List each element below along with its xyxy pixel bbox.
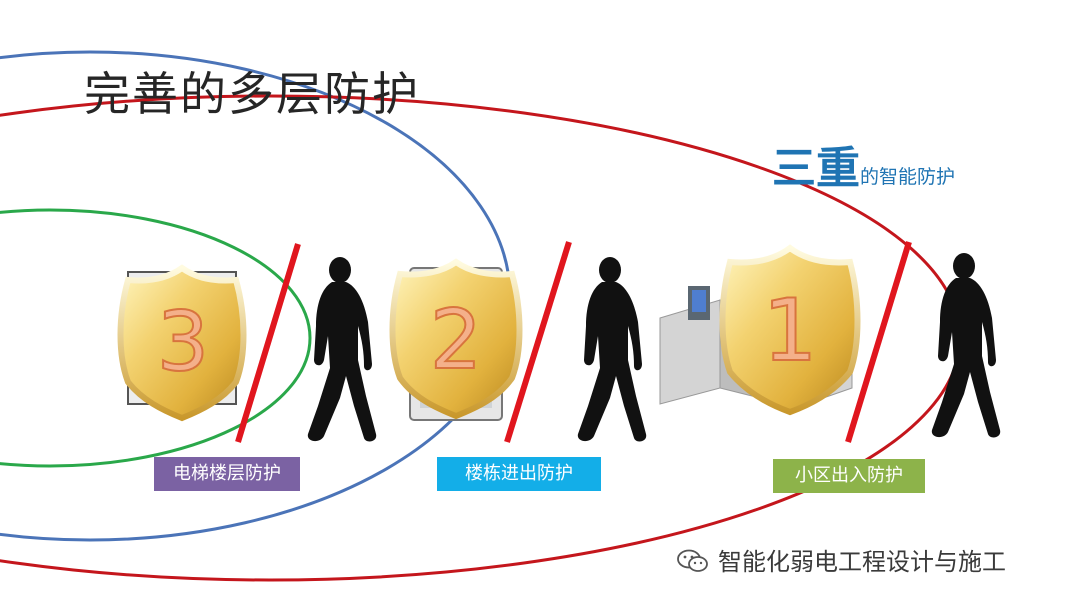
label-community-entrance-protection: 小区出入防护 bbox=[773, 459, 925, 493]
watermark-text: 智能化弱电工程设计与施工 bbox=[718, 548, 1006, 576]
walking-person-icon bbox=[307, 257, 377, 442]
page-title: 完善的多层防护 bbox=[84, 67, 420, 121]
barrier-line-2 bbox=[504, 241, 572, 443]
shield-1 bbox=[719, 244, 861, 416]
subtitle-emphasis: 三重 bbox=[772, 143, 860, 194]
inner-ring bbox=[0, 208, 312, 468]
barrier-line-3 bbox=[235, 243, 301, 443]
shield-3 bbox=[117, 264, 247, 422]
subtitle: 三重的智能防护 bbox=[772, 132, 955, 196]
watermark: 智能化弱电工程设计与施工 bbox=[676, 542, 1006, 577]
shield-3-number: 3 bbox=[157, 295, 209, 390]
label-elevator-floor-protection: 电梯楼层防护 bbox=[154, 457, 300, 491]
wechat-icon bbox=[677, 549, 708, 572]
subtitle-rest: 的智能防护 bbox=[860, 166, 956, 188]
barrier-line-1 bbox=[845, 241, 912, 443]
shield-2 bbox=[389, 258, 523, 420]
shield-2-number: 2 bbox=[430, 293, 482, 388]
shield-1-number: 1 bbox=[763, 281, 818, 381]
label-building-access-protection: 楼栋进出防护 bbox=[437, 457, 601, 491]
walking-person-icon bbox=[577, 257, 647, 442]
